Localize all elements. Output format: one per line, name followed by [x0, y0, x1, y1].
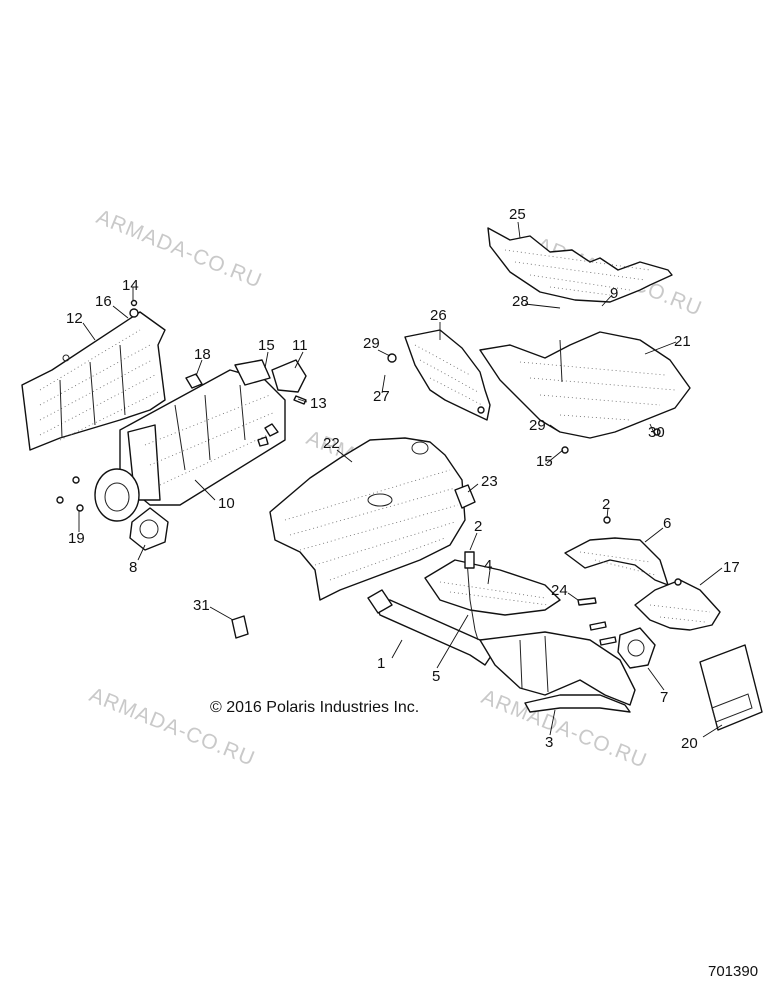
callout: 22 [323, 435, 340, 452]
callout: 4 [484, 557, 492, 574]
heat-shield-22 [269, 437, 466, 601]
watermark: ARMADA-CO.RU [93, 205, 265, 292]
watermark: ARMADA-CO.RU [86, 683, 258, 770]
callout: 9 [610, 285, 618, 302]
heat-shield-left [21, 311, 166, 451]
callout: 12 [66, 310, 83, 327]
gasket-8 [129, 507, 169, 551]
callout: 16 [95, 293, 112, 310]
heat-shield-26 [387, 329, 491, 421]
callout: 17 [723, 559, 740, 576]
callout: 30 [648, 424, 665, 441]
callout: 19 [68, 530, 85, 547]
heat-shield-17 [634, 579, 721, 631]
callout: 15 [258, 337, 275, 354]
heat-shield-25 [487, 227, 673, 303]
callout: 25 [509, 206, 526, 223]
sensor-wire-5 [464, 551, 479, 641]
heat-shield-21 [479, 331, 691, 439]
heat-shield-6 [564, 537, 669, 586]
callout: 5 [432, 668, 440, 685]
callout: 11 [292, 337, 308, 354]
callout: 14 [122, 277, 139, 294]
bracket-11 [271, 359, 307, 393]
callout: 29 [529, 417, 546, 434]
callout: 27 [373, 388, 390, 405]
callout: 1 [377, 655, 385, 672]
callout: 31 [193, 597, 210, 614]
callout: 26 [430, 307, 447, 324]
callout: 20 [681, 735, 698, 752]
callout: 23 [481, 473, 498, 490]
callout: 24 [551, 582, 568, 599]
callouts: 25 14 16 12 9 28 18 15 11 26 29 21 13 27… [66, 206, 740, 752]
callout: 3 [545, 734, 553, 751]
callout: 15 [536, 453, 553, 470]
document-number: 701390 [708, 963, 758, 980]
callout: 7 [660, 689, 668, 706]
callout: 2 [602, 496, 610, 513]
head-pipe-1 [367, 589, 636, 706]
leader-lines [78, 221, 723, 738]
callout: 6 [663, 515, 671, 532]
callout: 13 [310, 395, 327, 412]
muffler [94, 359, 286, 522]
callout: 29 [363, 335, 380, 352]
callout: 21 [674, 333, 691, 350]
bolts-24 [561, 428, 682, 646]
callout: 2 [474, 518, 482, 535]
callout: 8 [129, 559, 137, 576]
clip-31 [231, 615, 249, 639]
copyright-text: © 2016 Polaris Industries Inc. [210, 699, 419, 716]
band-3 [524, 694, 631, 713]
plate-20 [699, 644, 763, 731]
heat-shield-4 [424, 559, 561, 616]
callout: 28 [512, 293, 529, 310]
gasket-7 [617, 627, 656, 669]
callout: 10 [218, 495, 235, 512]
callout: 18 [194, 346, 211, 363]
